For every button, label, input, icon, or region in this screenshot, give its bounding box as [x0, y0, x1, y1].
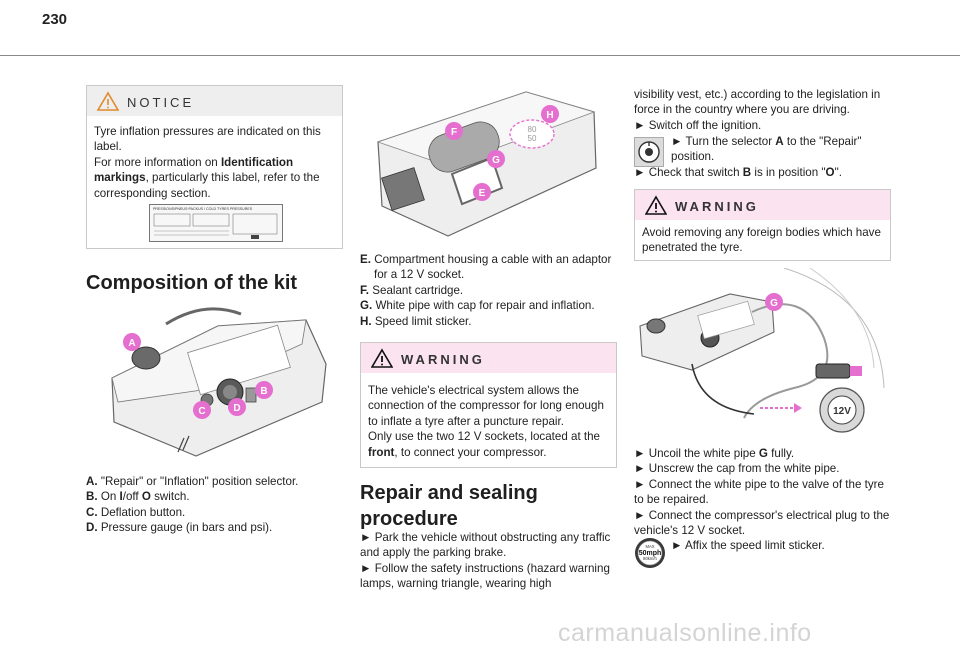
warning-text: The vehicle's electrical system allows t… — [368, 384, 604, 459]
notice-box: NOTICE Tyre inflation pressures are indi… — [86, 85, 343, 249]
svg-text:G: G — [492, 155, 500, 166]
watermark-text: carmanualsonline.info — [558, 619, 812, 647]
connect-step-3: ► Connect the white pipe to the valve of… — [634, 477, 884, 507]
step-selector: ► Turn the selector A to the "Repair" po… — [671, 135, 862, 164]
header-divider — [0, 55, 960, 56]
connect-steps: ► Uncoil the white pipe G fully. ► Unscr… — [634, 446, 890, 538]
callout-g-connection — [765, 293, 783, 311]
callout-e — [473, 183, 491, 201]
svg-text:MAX: MAX — [645, 544, 654, 549]
callout-d-label: D — [233, 403, 240, 414]
svg-text:H: H — [546, 110, 553, 121]
callout-g — [487, 150, 505, 168]
callout-h — [541, 105, 559, 123]
warning-header: WARNING — [635, 190, 890, 220]
notice-text-2-tail: , particularly this label, refer to the … — [94, 171, 320, 200]
composition-legend: A. "Repair" or "Inflation" position sele… — [86, 474, 342, 536]
legend-item-b: B. On I/off O switch. — [86, 490, 190, 504]
repair-step-1: ► Park the vehicle without obstructing a… — [360, 531, 611, 560]
step-sticker: ► Affix the speed limit sticker. — [671, 539, 825, 552]
callout-b-label: B — [260, 386, 267, 397]
warning-icon — [645, 195, 667, 215]
legend-item-c: C. Deflation button. — [86, 505, 186, 519]
legend-item-e: E. Compartment housing a cable with an a… — [360, 253, 612, 282]
legend-item-h: H. Speed limit sticker. — [360, 314, 472, 328]
connect-step-4: ► Connect the compressor's electrical pl… — [634, 508, 890, 538]
legend-item-f: F. Sealant cartridge. — [360, 283, 464, 297]
svg-text:80km/h: 80km/h — [643, 556, 657, 561]
compressor-connection-image: 12V G — [639, 268, 885, 433]
callout-c-label: C — [198, 406, 205, 417]
composition-title: Composition of the kit — [86, 272, 298, 294]
repair-step-2: ► Follow the safety instructions (hazard… — [360, 561, 610, 591]
warning-title: WARNING — [675, 199, 759, 214]
warning-icon — [371, 348, 393, 368]
kit-underside-image: 80 50 F H G E — [376, 91, 597, 237]
legend-item-a: A. "Repair" or "Inflation" position sele… — [86, 475, 299, 488]
callout-a — [123, 333, 141, 351]
callout-c — [193, 401, 211, 419]
callout-a-label: A — [128, 338, 135, 349]
notice-text-1: Tyre inflation pressures are indicated o… — [94, 125, 321, 154]
repair-steps: ► Park the vehicle without obstructing a… — [360, 530, 616, 592]
legend-item-d: D. Pressure gauge (in bars and psi). — [86, 521, 273, 535]
sticker-text-1: 80 — [528, 125, 537, 134]
repair-title: Repair and sealing procedure — [360, 482, 538, 530]
callout-b — [255, 381, 273, 399]
step-switch: ► Check that switch B is in position "O"… — [634, 166, 842, 179]
svg-text:G: G — [770, 298, 778, 309]
notice-text: Tyre inflation pressures are indicated o… — [94, 124, 334, 201]
svg-text:F: F — [451, 127, 457, 138]
callout-d — [228, 398, 246, 416]
warning-title: WARNING — [401, 352, 485, 367]
warning-header: WARNING — [361, 343, 616, 373]
page-number: 230 — [42, 11, 68, 28]
socket-label: 12V — [833, 406, 851, 417]
notice-text-2-bold: Identification markings — [94, 155, 294, 185]
speed-limit-sticker-icon: MAX 50mph 80km/h — [635, 538, 665, 568]
tyre-pressure-label-image: PRESSIONS/PNEUS·PACKUS / COLD TYRES PRES… — [149, 204, 283, 242]
connect-step-2: ► Unscrew the cap from the white pipe. — [634, 462, 840, 476]
sticker-text-2: 50 — [528, 134, 537, 143]
selector-dial-icon — [634, 137, 664, 167]
compressor-kit-image: A B C D — [111, 307, 327, 457]
connect-step-1: ► Uncoil the white pipe G fully. — [634, 447, 795, 460]
notice-text-2: For more information on — [94, 155, 218, 169]
continued-text: visibility vest, etc.) according to the … — [634, 88, 881, 117]
label-header-text: PRESSIONS/PNEUS·PACKUS / COLD TYRES PRES… — [153, 207, 253, 211]
kit-items-legend: E. Compartment housing a cable with an a… — [360, 252, 616, 329]
notice-title: NOTICE — [127, 95, 195, 110]
caution-icon — [97, 91, 119, 111]
warning-box-foreign-bodies: WARNING Avoid removing any foreign bodie… — [634, 189, 891, 261]
col3-intro: visibility vest, etc.) according to the … — [634, 87, 890, 133]
notice-header: NOTICE — [87, 86, 342, 116]
warning-text: Avoid removing any foreign bodies which … — [642, 226, 881, 255]
svg-text:50mph: 50mph — [639, 550, 662, 557]
step-ignition: ► Switch off the ignition. — [634, 118, 762, 132]
svg-text:E: E — [479, 188, 486, 199]
warning-box-electrical: WARNING The vehicle's electrical system … — [360, 342, 617, 468]
legend-item-g: G. White pipe with cap for repair and in… — [360, 299, 595, 313]
callout-f — [445, 122, 463, 140]
